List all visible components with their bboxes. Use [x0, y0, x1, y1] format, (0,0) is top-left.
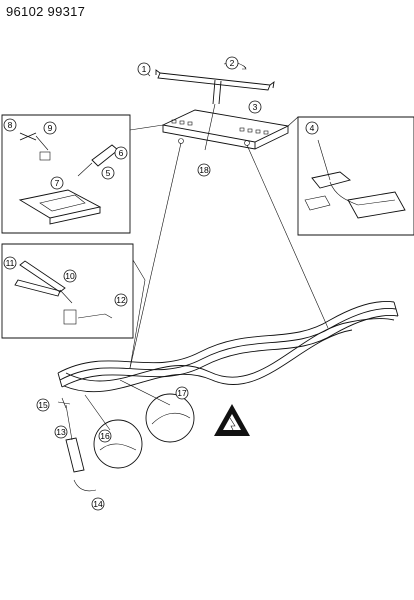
- callout-16: 16: [100, 431, 110, 441]
- screwdriver-icon: [91, 144, 119, 167]
- callout-12: 12: [116, 295, 126, 305]
- callout-10: 10: [65, 271, 75, 281]
- screwdriver-icon: [65, 437, 85, 473]
- detail-circles: [84, 379, 195, 469]
- callout-14: 14: [93, 499, 103, 509]
- canopy: [161, 109, 290, 150]
- callout-2: 2: [230, 58, 235, 68]
- callout-13: 13: [56, 427, 66, 437]
- inset-wiring: [287, 116, 414, 236]
- callout-9: 9: [48, 123, 53, 133]
- suspension-cables: [129, 103, 329, 369]
- inset-pliers: [1, 243, 146, 369]
- mounting-bracket: [146, 62, 275, 105]
- model-numbers: 96102 99317: [6, 4, 86, 19]
- wire-stripper-icon: [19, 132, 37, 141]
- callout-11: 11: [6, 258, 15, 268]
- callout-5: 5: [106, 168, 111, 178]
- callout-3: 3: [253, 102, 258, 112]
- lower-tools: [57, 397, 97, 492]
- callout-18: 18: [199, 165, 209, 175]
- callout-7: 7: [55, 178, 60, 188]
- callout-4: 4: [310, 123, 315, 133]
- inset-terminal: [1, 114, 164, 234]
- callout-15: 15: [38, 400, 48, 410]
- callout-8: 8: [8, 120, 13, 130]
- callout-1: 1: [142, 64, 147, 74]
- callout-6: 6: [119, 148, 124, 158]
- callout-markers: 1 2 3 4 5 6 7 8 9 10 11 12 13 14 15 16 1: [3, 56, 319, 511]
- esd-warning-icon: [214, 404, 250, 436]
- wave-light-body: [57, 301, 399, 393]
- callout-17: 17: [177, 388, 187, 398]
- pliers-icon: [19, 260, 66, 293]
